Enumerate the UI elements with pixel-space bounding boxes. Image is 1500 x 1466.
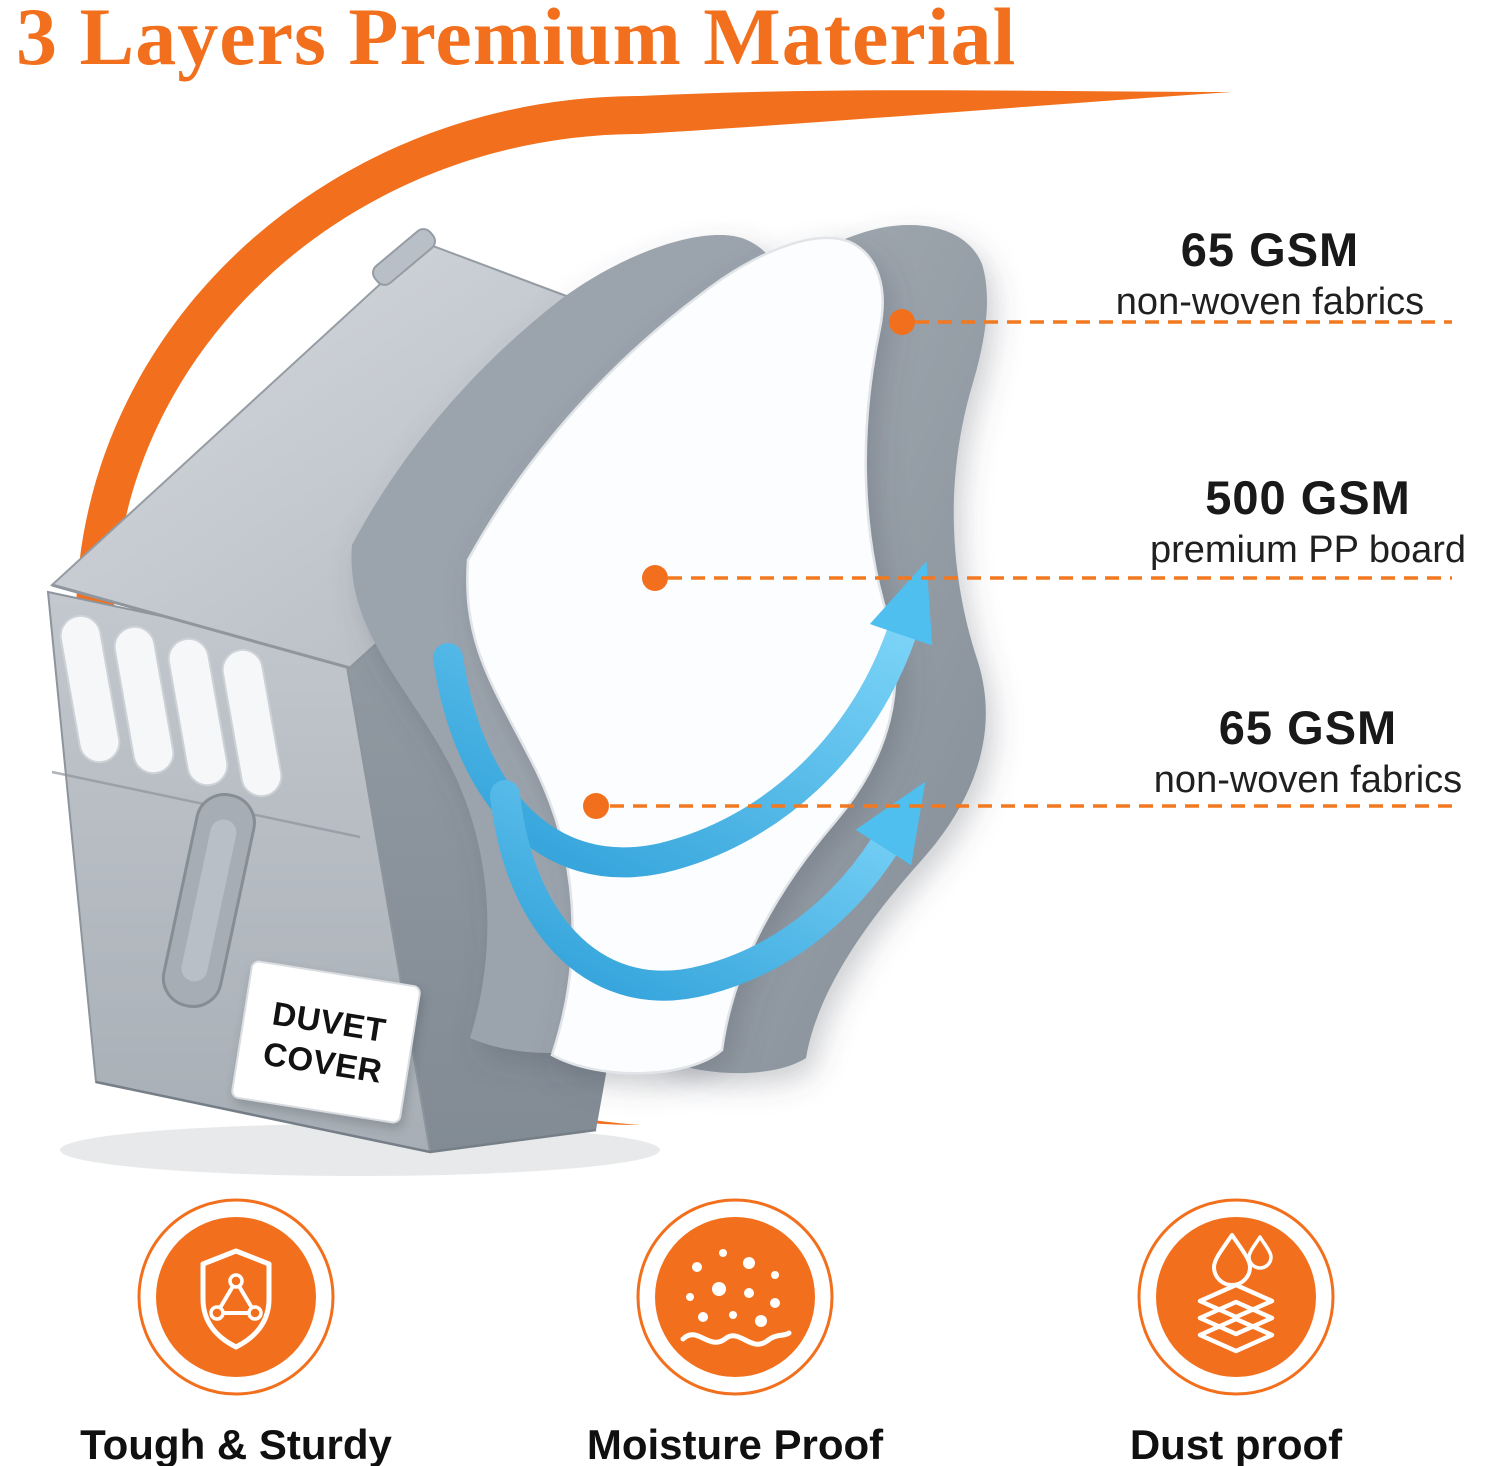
callout-65gsm-bottom: 65 GSM non-woven fabrics bbox=[1118, 700, 1498, 802]
feature-moisture-proof: Moisture Proof bbox=[515, 1192, 955, 1466]
layers-waterdrops-icon bbox=[1131, 1192, 1341, 1402]
callout-value: 65 GSM bbox=[1180, 223, 1360, 276]
callout-dot-1 bbox=[889, 309, 915, 335]
feature-dust-proof: Dust proof bbox=[1016, 1192, 1456, 1466]
callout-dot-2 bbox=[642, 565, 668, 591]
feature-label: Moisture Proof bbox=[586, 1421, 884, 1466]
page-title: 3 Layers Premium Material bbox=[16, 0, 1017, 82]
airflow-arrow-top bbox=[433, 561, 933, 878]
airflow-arrows bbox=[433, 561, 933, 1001]
feature-tough-sturdy: Tough & Sturdy bbox=[16, 1192, 456, 1466]
feature-label: Tough & Sturdy bbox=[80, 1421, 392, 1466]
callout-desc: premium PP board bbox=[1149, 529, 1467, 571]
vent-slat bbox=[59, 614, 121, 764]
feature-label: Dust proof bbox=[1129, 1421, 1343, 1466]
vent-slat bbox=[113, 625, 175, 775]
vent-slat bbox=[167, 637, 229, 787]
vent-slat bbox=[221, 648, 283, 798]
callout-dot-3 bbox=[583, 793, 609, 819]
callout-value: 500 GSM bbox=[1205, 471, 1411, 524]
box-label: DUVET COVER bbox=[230, 959, 422, 1125]
box-handle bbox=[161, 793, 256, 1008]
box-vent-slats bbox=[59, 614, 283, 798]
callout-value: 65 GSM bbox=[1218, 701, 1398, 754]
airflow-arrow-bottom bbox=[490, 780, 926, 1001]
callout-desc: non-woven fabrics bbox=[1153, 759, 1463, 801]
box-lid-tab bbox=[372, 228, 436, 286]
callout-desc: non-woven fabrics bbox=[1115, 281, 1425, 323]
moisture-dots-wave-icon bbox=[630, 1192, 840, 1402]
shield-triangle-icon bbox=[131, 1192, 341, 1402]
callout-connectors bbox=[583, 309, 1452, 819]
callout-500gsm: 500 GSM premium PP board bbox=[1118, 470, 1498, 572]
box-bottom-line bbox=[95, 1080, 597, 1154]
callout-65gsm-top: 65 GSM non-woven fabrics bbox=[1080, 222, 1460, 324]
